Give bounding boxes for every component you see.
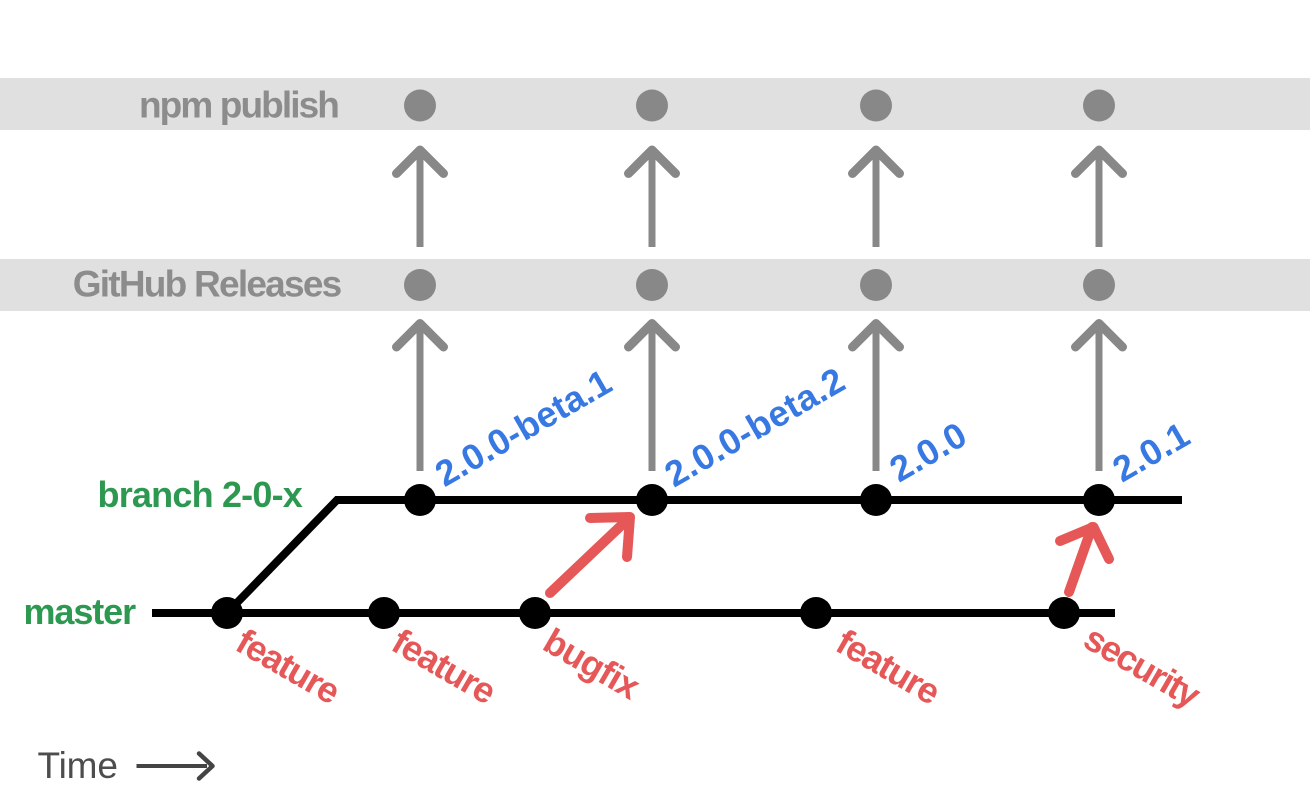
svg-text:feature: feature	[385, 620, 502, 711]
svg-text:master: master	[24, 591, 137, 632]
svg-text:2.0.0-beta.2: 2.0.0-beta.2	[658, 359, 852, 495]
svg-text:feature: feature	[830, 621, 947, 712]
svg-text:branch 2-0-x: branch 2-0-x	[98, 474, 303, 515]
svg-text:GitHub Releases: GitHub Releases	[73, 264, 342, 305]
svg-text:Time: Time	[38, 745, 118, 786]
svg-text:bugfix: bugfix	[537, 620, 648, 707]
svg-text:2.0.0-beta.1: 2.0.0-beta.1	[428, 361, 618, 495]
svg-text:security: security	[1077, 617, 1207, 716]
svg-text:npm publish: npm publish	[139, 85, 338, 126]
svg-text:2.0.0: 2.0.0	[883, 414, 974, 490]
svg-text:feature: feature	[229, 620, 346, 711]
svg-text:2.0.1: 2.0.1	[1106, 414, 1197, 490]
